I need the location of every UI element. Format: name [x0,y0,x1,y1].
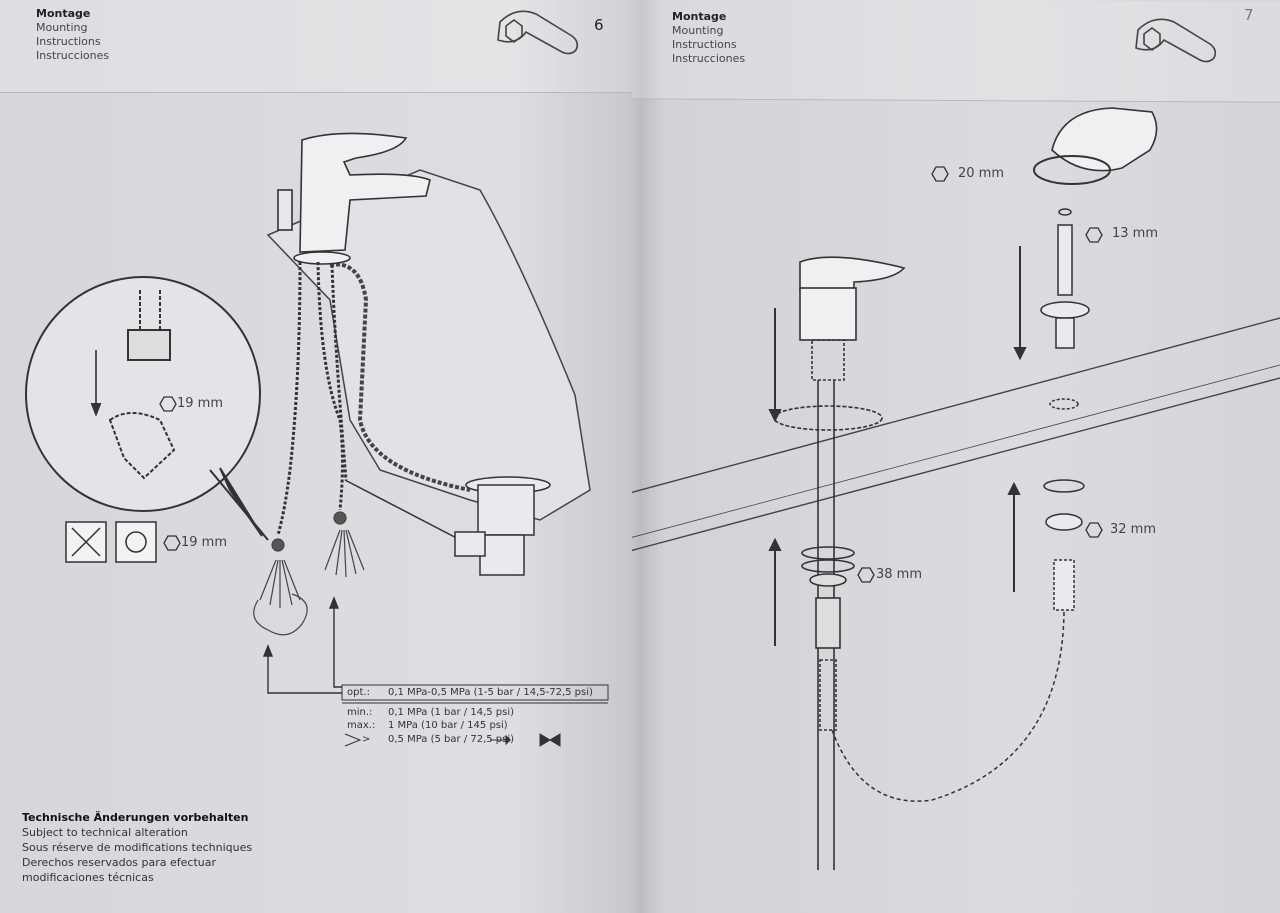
worktop [632,317,1280,552]
hex-icon-outlet [163,535,181,551]
mounting-diagram-right [632,18,1280,870]
header-band [0,0,632,93]
right-page: Montage Mounting Instructions Instruccio… [632,0,1280,913]
note-en: Subject to technical alteration [22,826,188,839]
direction-arrows [768,246,1027,646]
header-es: Instrucciones [36,49,110,62]
spray-head [1033,107,1158,185]
note-es-1: Derechos reservados para efectuar [22,856,217,869]
right-header: Montage Mounting Instructions Instruccio… [672,10,745,66]
detail-wrench-label: 19 mm [177,396,224,411]
left-page: Montage Mounting Instructions Instruccio… [0,0,632,913]
drain-assembly [344,476,551,576]
spanner-tool-icon [115,521,157,563]
spec-gt-label: > [362,734,371,745]
no-sealant-icon [65,521,107,563]
hose-nut-size-label: 13 mm [1112,226,1159,241]
note-es-2: modificaciones técnicas [22,871,154,884]
note-de: Technische Änderungen vorbehalten [22,811,249,824]
mounting-diagram-left [25,10,609,747]
water-flush [253,511,365,636]
spec-gt-value: 0,5 MPa (5 bar / 72,5 psi) [388,734,515,745]
spec-opt-label: opt.: [347,687,370,698]
spec-max-label: max.: [347,720,376,731]
hex-icon-32 [1085,522,1103,538]
wrench-icon [1135,18,1217,63]
header-es: Instrucciones [672,52,746,65]
base-nut-size-label: 32 mm [1110,522,1157,537]
header-en: Mounting [672,24,724,37]
supply-hoses [276,261,348,536]
header-title: Montage [36,7,91,20]
page-number: 6 [594,16,604,34]
spec-box [341,684,609,747]
spec-arrows [262,596,342,694]
header-en: Mounting [36,21,88,34]
spec-min-label: min.: [347,707,373,718]
faucet-illustration [277,132,431,265]
hex-icon-detail [159,396,177,412]
outlet-wrench-label: 19 mm [181,535,228,550]
left-header: Montage Mounting Instructions Instruccio… [36,7,109,63]
hex-icon-38 [857,567,875,583]
hose-connector [831,208,1090,802]
page-number: 7 [1244,6,1254,24]
header-fr: Instructions [672,38,737,51]
spec-opt-value: 0,1 MPa-0,5 MPa (1-5 bar / 14,5-72,5 psi… [388,687,593,698]
mixer-nut-size-label: 38 mm [876,567,923,582]
header-title: Montage [672,10,727,23]
hex-icon-13 [1085,227,1103,243]
spec-min-value: 0,1 MPa (1 bar / 14,5 psi) [388,707,515,718]
detail-magnifier [25,276,269,541]
mixer-body [773,256,906,870]
footer-note: Technische Änderungen vorbehalten Subjec… [22,810,252,885]
note-fr: Sous réserve de modifications techniques [22,841,253,854]
hex-icon-20 [931,166,949,182]
header-fr: Instructions [36,35,101,48]
spec-max-value: 1 MPa (10 bar / 145 psi) [388,720,508,731]
wrench-icon [497,10,579,55]
spray-head-size-label: 20 mm [958,166,1005,181]
